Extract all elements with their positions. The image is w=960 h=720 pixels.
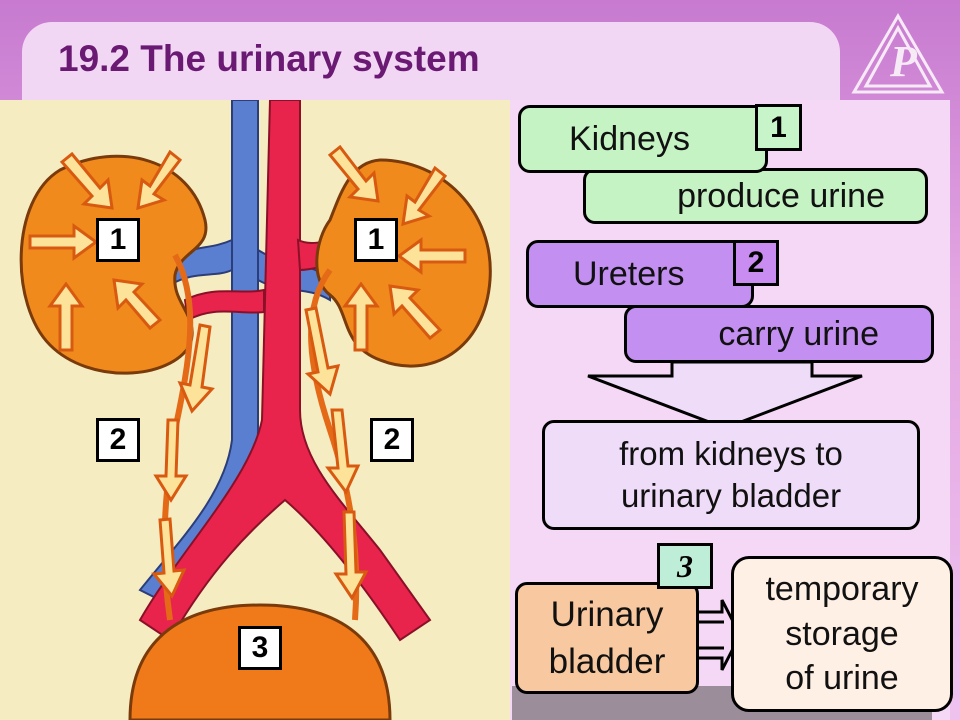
arrow-icon [325,408,361,495]
arrow-icon [28,223,99,261]
down-arrow-icon [587,362,863,430]
bladder-label-line-2: bladder [548,642,666,681]
bladder-function-box: temporary storage of urine [731,556,953,712]
arrow-icon [153,418,189,503]
ureters-function-box: carry urine [624,305,934,363]
arrow-icon [136,149,183,211]
kidney-number-label-left: 1 [96,218,140,262]
kidney-arrows [28,144,467,352]
ureter-number-label-left: 2 [96,418,140,462]
ureters-box: Ureters [526,240,754,308]
arrow-icon [388,284,443,341]
kidneys-function-text: produce urine [677,176,885,215]
kidneys-function-box: produce urine [583,168,928,224]
title-bar [22,22,840,102]
ureters-function-text: carry urine [718,314,879,353]
kidney-number-label-right: 1 [354,218,398,262]
kidneys-label: Kidneys [569,119,690,158]
page-title: 19.2 The urinary system [58,38,480,79]
arrow-icon [177,323,215,414]
bladder-number-label: 3 [238,626,282,670]
arrow-icon [342,281,380,352]
ureter-number-label-right: 2 [370,418,414,462]
bladder-function-line-2: storage [785,614,899,653]
kidneys-number-box: 1 [755,104,802,151]
ureters-detail-box: from kidneys to urinary bladder [542,420,920,530]
arrow-icon [327,144,380,203]
bladder-box: Urinary bladder [515,582,699,694]
svg-text:P: P [889,37,918,86]
arrow-icon [396,237,467,275]
kidneys-box: Kidneys [518,105,768,173]
arrow-icon [333,510,369,601]
arrow-icon [401,165,448,227]
bladder-function-line-3: of urine [785,659,899,698]
ureters-detail-line-2: urinary bladder [620,477,842,514]
aorta [138,100,432,642]
arrow-icon [151,517,187,599]
arrow-icon [304,306,341,397]
publisher-logo-icon: P [851,13,945,94]
ureters-detail-line-1: from kidneys to [619,434,843,472]
arrow-icon [47,281,85,352]
bladder-label-line-1: Urinary [550,594,664,634]
ureters-number-box: 2 [733,240,779,286]
ureter-arrows [151,306,369,601]
arrow-icon [59,151,114,210]
bladder-number-box: 3 [657,543,713,589]
arrow-icon [112,278,163,331]
ureters-label: Ureters [573,254,685,293]
bladder-function-line-1: temporary [765,569,919,608]
